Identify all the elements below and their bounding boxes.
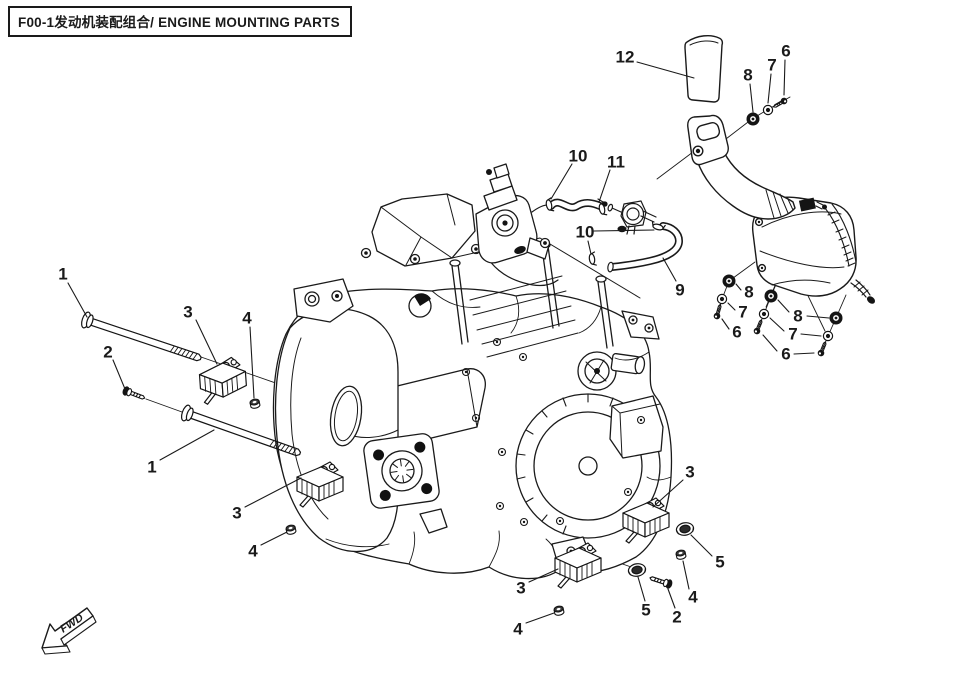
flange-nut-5 [674,520,696,538]
leader-line-3 [195,319,218,365]
grommet-8 [829,311,843,325]
callout-11: 11 [607,152,625,172]
grommet-8 [722,274,736,288]
callout-1: 1 [58,264,68,284]
leader-line-8 [777,299,790,313]
flange-nut-5 [626,561,648,579]
callout-12: 12 [615,47,635,67]
drain-hose-9 [607,222,683,273]
callout-2: 2 [672,607,682,627]
callout-10: 10 [575,222,595,242]
leader-line-3 [528,568,559,583]
case-bolts [461,337,646,527]
callout-3: 3 [183,302,193,322]
leader-line-6 [783,59,786,96]
callout-4: 4 [248,541,258,561]
fwd-arrow: FWD [41,607,97,655]
callout-2: 2 [103,342,113,362]
nut-4 [284,523,297,536]
nut-4 [248,397,261,410]
leader-line-10 [587,240,592,255]
callout-3: 3 [516,578,526,598]
leader-line-5 [637,576,646,602]
valve-cover [360,193,482,267]
callout-5: 5 [641,600,651,620]
leader-line-8 [806,315,830,319]
callout-4: 4 [513,619,523,639]
leader-line-8 [735,283,742,291]
callout-7: 7 [767,55,777,75]
purge-valve [597,198,657,235]
leader-line-8 [749,83,754,113]
grommet-8 [746,112,760,126]
callout-7: 7 [738,302,748,322]
callout-6: 6 [732,322,742,342]
callout-3: 3 [685,462,695,482]
water-pump [577,351,646,391]
breather-hose-11 [547,198,604,212]
leader-line-4 [260,531,288,546]
callout-6: 6 [781,344,791,364]
intake-snorkel [687,114,796,220]
leader-line-10 [550,163,573,200]
case-texture [325,290,672,570]
callout-8: 8 [744,282,754,302]
callout-5: 5 [715,552,725,572]
leader-line-11 [598,169,611,203]
callout-9: 9 [675,280,685,300]
cvt-cover [274,308,399,553]
leader-line-6 [762,334,778,352]
washer-7 [758,308,770,320]
leader-line-12 [636,61,695,79]
callout-10: 10 [568,146,588,166]
leader-line-2 [667,588,676,609]
callout-3: 3 [232,503,242,523]
leader-line-1 [67,282,88,318]
callout-4: 4 [242,308,252,328]
hose-clamp-10 [587,251,597,267]
washer-7 [762,104,774,116]
intake-flap-12 [684,34,724,103]
nut-4 [552,604,565,617]
leader-line-1 [159,429,215,461]
leader-line-6 [793,352,815,355]
leader-line-4 [249,326,255,399]
washer-7 [716,293,728,305]
cylinder-block [408,237,641,358]
leader-line-9 [662,257,677,282]
airbox [751,196,876,304]
engine-hanger-plate [293,278,354,323]
engine-mount-bracket-3 [197,355,249,406]
leader-line-6 [721,318,730,330]
callout-6: 6 [781,41,791,61]
washer-7 [822,330,834,342]
callout-7: 7 [788,324,798,344]
leader-line-3 [244,477,302,508]
callout-8: 8 [743,65,753,85]
leader-line-10 [593,229,655,232]
leader-line-7 [769,317,785,332]
leader-line-7 [727,302,736,311]
nut-4 [674,548,687,561]
engine-drawing [272,163,673,580]
callout-8: 8 [793,306,803,326]
leader-line-5 [690,534,713,557]
grommet-8 [764,289,778,303]
callout-1: 1 [147,457,157,477]
callout-4: 4 [688,587,698,607]
screw-6 [771,95,790,111]
leader-line-4 [525,612,555,624]
throttle-body [475,163,559,286]
leader-line-7 [767,73,772,104]
output-flange [363,433,440,509]
leader-line-7 [800,333,822,337]
leader-line-4 [682,560,690,590]
leader-line-3 [652,479,684,508]
leader-line-2 [112,359,126,390]
diagram-title: F00-1发动机装配组合/ ENGINE MOUNTING PARTS [8,6,352,37]
bolt-2 [647,572,675,591]
leader-lines [67,59,830,624]
